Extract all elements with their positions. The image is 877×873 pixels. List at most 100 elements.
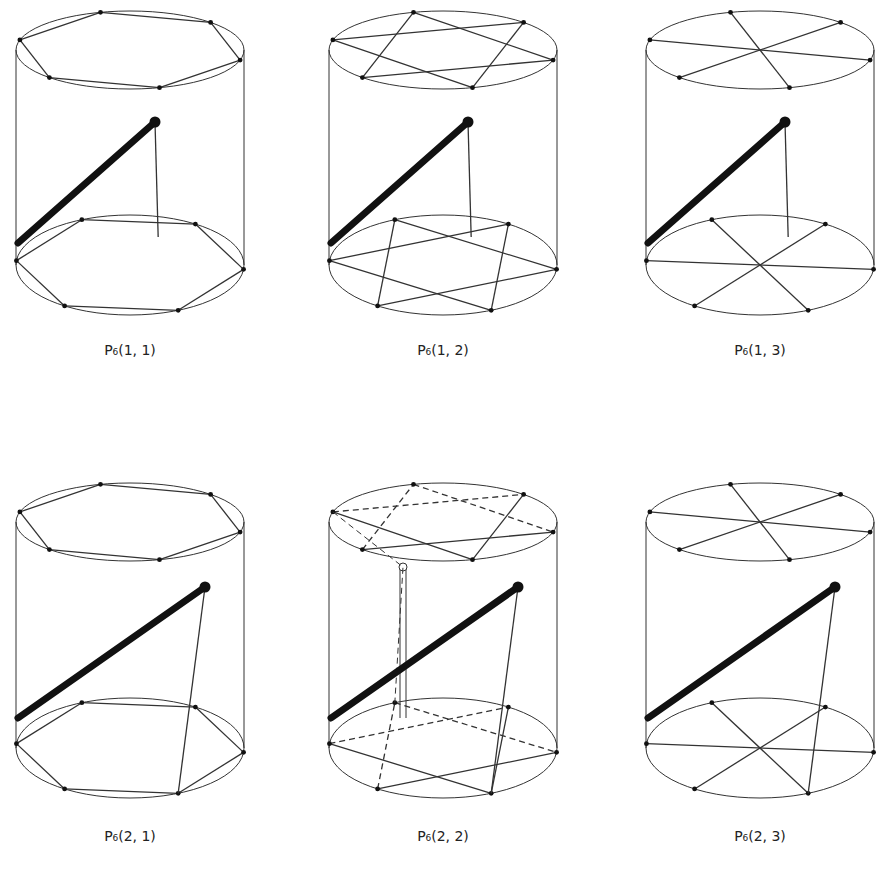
vertex-dot <box>150 117 161 128</box>
ring-edge <box>413 484 553 532</box>
figure-label: P₆(2, 2) <box>415 828 471 844</box>
cylinder-figure <box>327 482 559 798</box>
ring-edge <box>378 752 557 789</box>
vertex-dot <box>193 705 198 710</box>
vertex-dot <box>871 267 876 272</box>
vertex-dot <box>647 510 652 515</box>
ring-edge <box>178 269 243 310</box>
figure-label: P₆(1, 2) <box>415 342 471 358</box>
ring-edge <box>329 261 491 311</box>
figure-label: P₆(2, 1) <box>102 828 158 844</box>
ring-edge <box>20 484 101 512</box>
cylinder-rim <box>16 215 244 315</box>
ring-edge <box>211 22 241 60</box>
spoke-edge <box>155 122 158 237</box>
vertex-dot <box>838 492 843 497</box>
vertex-dot <box>677 547 682 552</box>
vertex-dot <box>375 787 380 792</box>
vertex-dot <box>787 85 792 90</box>
ring-edge <box>211 494 241 532</box>
cylinder-side <box>16 50 17 265</box>
figure-label-holder: P₆(1, 2) <box>363 341 523 359</box>
axis-tube <box>406 567 407 718</box>
ring-edge <box>695 224 826 306</box>
ring-edge <box>362 532 553 549</box>
cylinder-figure <box>14 482 246 798</box>
cylinder-rim <box>16 483 244 561</box>
vertex-dot <box>14 741 19 746</box>
ring-edge <box>49 78 159 88</box>
cylinder-rim <box>329 698 557 798</box>
cylinder-rim <box>329 483 557 561</box>
thick-spoke <box>648 122 785 243</box>
cylinder-rim <box>646 11 874 89</box>
thick-spoke <box>18 587 205 718</box>
cylinder-figure <box>14 10 246 315</box>
ring-edge <box>362 12 413 77</box>
vertex-dot <box>551 58 556 63</box>
cylinder-rim <box>646 698 874 798</box>
vertex-dot <box>521 20 526 25</box>
vertex-dot <box>806 308 811 313</box>
vertex-dot <box>360 75 365 80</box>
ring-edge <box>82 703 196 707</box>
thick-spoke <box>331 587 518 718</box>
vertex-dot <box>554 267 559 272</box>
cylinder-side <box>244 50 245 265</box>
cylinder-side <box>16 522 17 748</box>
cylinder-rim <box>646 483 874 561</box>
ring-edge <box>195 707 243 752</box>
figure-label: P₆(1, 1) <box>102 342 158 358</box>
vertex-dot <box>360 547 365 552</box>
cylinder-figure <box>327 10 559 315</box>
ring-edge <box>395 220 557 270</box>
ring-edge <box>82 220 196 224</box>
vertex-dot <box>644 258 649 263</box>
thick-spoke <box>648 587 835 718</box>
ring-edge <box>333 22 524 39</box>
ring-edge <box>20 12 101 40</box>
ring-edge <box>491 224 508 310</box>
vertex-dot <box>330 38 335 43</box>
vertex-dot <box>489 308 494 313</box>
cylinder-side <box>646 522 647 748</box>
vertex-dot <box>238 58 243 63</box>
vertex-dot <box>506 222 511 227</box>
spoke-edge <box>491 587 518 793</box>
vertex-dot <box>62 787 67 792</box>
ring-edge <box>160 532 241 560</box>
vertex-dot <box>47 75 52 80</box>
ring-edge <box>333 494 524 511</box>
cylinder-side <box>329 522 330 748</box>
vertex-dot <box>411 10 416 15</box>
vertex-dot <box>200 582 211 593</box>
ring-edge <box>362 60 553 77</box>
ring-edge <box>49 550 159 560</box>
cylinder-side <box>557 50 558 265</box>
thick-spoke <box>18 122 155 243</box>
spoke-edge <box>468 122 471 237</box>
vertex-dot <box>780 117 791 128</box>
ring-edge <box>378 269 557 306</box>
cylinder-rim <box>646 215 874 315</box>
vertex-dot <box>787 557 792 562</box>
figure-label-holder: P₆(2, 1) <box>50 827 210 845</box>
cylinder-figure <box>644 482 876 798</box>
cylinder-side <box>646 50 647 265</box>
ring-edge <box>491 707 508 793</box>
ring-edge <box>100 12 210 22</box>
ring-edge <box>65 306 179 310</box>
vertex-dot <box>470 557 475 562</box>
vertex-dot <box>79 217 84 222</box>
figure-label-holder: P₆(2, 2) <box>363 827 523 845</box>
ring-edge <box>679 22 840 77</box>
axis-tube <box>400 567 401 718</box>
vertex-dot <box>728 10 733 15</box>
vertex-dot <box>823 222 828 227</box>
vertex-dot <box>677 75 682 80</box>
vertex-dot <box>176 308 181 313</box>
ring-edge <box>378 220 395 306</box>
vertex-dot <box>17 38 22 43</box>
vertex-dot <box>728 482 733 487</box>
